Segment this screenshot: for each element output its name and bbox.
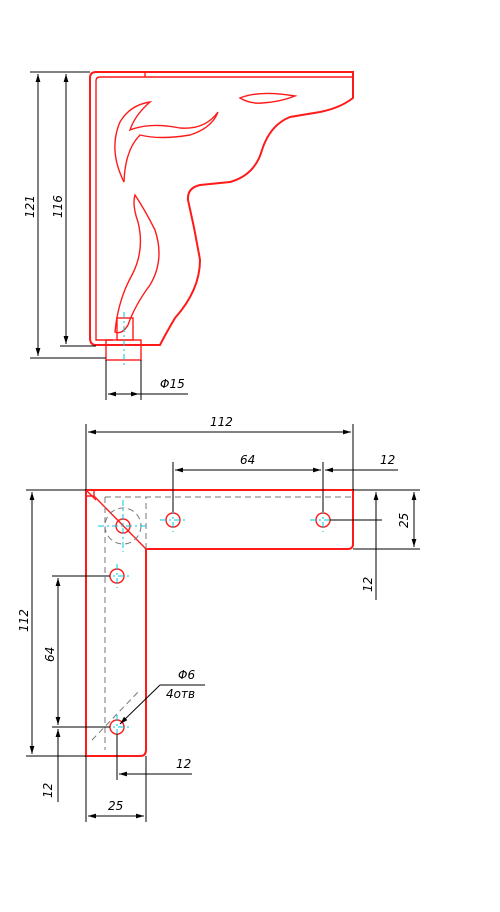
flame-cutout-upper: [114, 100, 219, 183]
plate-outline: [85, 489, 354, 757]
top-view: 112 64 12 25 12 112 64 12 12: [17, 415, 420, 822]
dim-label-116: 116: [51, 195, 65, 218]
flame-cutout-right: [238, 92, 298, 104]
bend-corner: [86, 490, 95, 497]
dim-label-121: 121: [23, 195, 37, 218]
dim-label-arm-width-25: 25: [397, 513, 411, 528]
dim-label-edge-12-bottom: 12: [41, 783, 55, 798]
dim-label-edge-12-bottom-right: 12: [176, 757, 191, 771]
dim-label-pin-diameter: Φ15: [160, 377, 185, 391]
hole-callout-leader: [119, 684, 161, 725]
dim-label-arm-width-bottom: 25: [108, 799, 123, 813]
side-view: 121 116 Φ15: [23, 71, 354, 400]
dim-label-hole-spacing-h: 64: [240, 453, 255, 467]
dim-label-hole-spacing-v: 64: [43, 647, 57, 662]
dim-label-width-112: 112: [210, 415, 233, 429]
leg-outer-outline: [89, 71, 354, 346]
bend-edge-outer: [85, 489, 97, 501]
hole-callout-diameter: Φ6: [178, 668, 195, 682]
dim-label-edge-12-lower: 12: [361, 577, 375, 592]
leg-inner-outline: [95, 76, 353, 341]
bend-edge-inner: [93, 495, 147, 550]
dim-label-edge-12-right: 12: [380, 453, 395, 467]
flame-cutout-lower: [114, 193, 160, 334]
hole-callout-count: 4отв: [166, 687, 195, 701]
hidden-line-corner: [91, 689, 141, 741]
dim-label-height-112: 112: [17, 609, 31, 632]
